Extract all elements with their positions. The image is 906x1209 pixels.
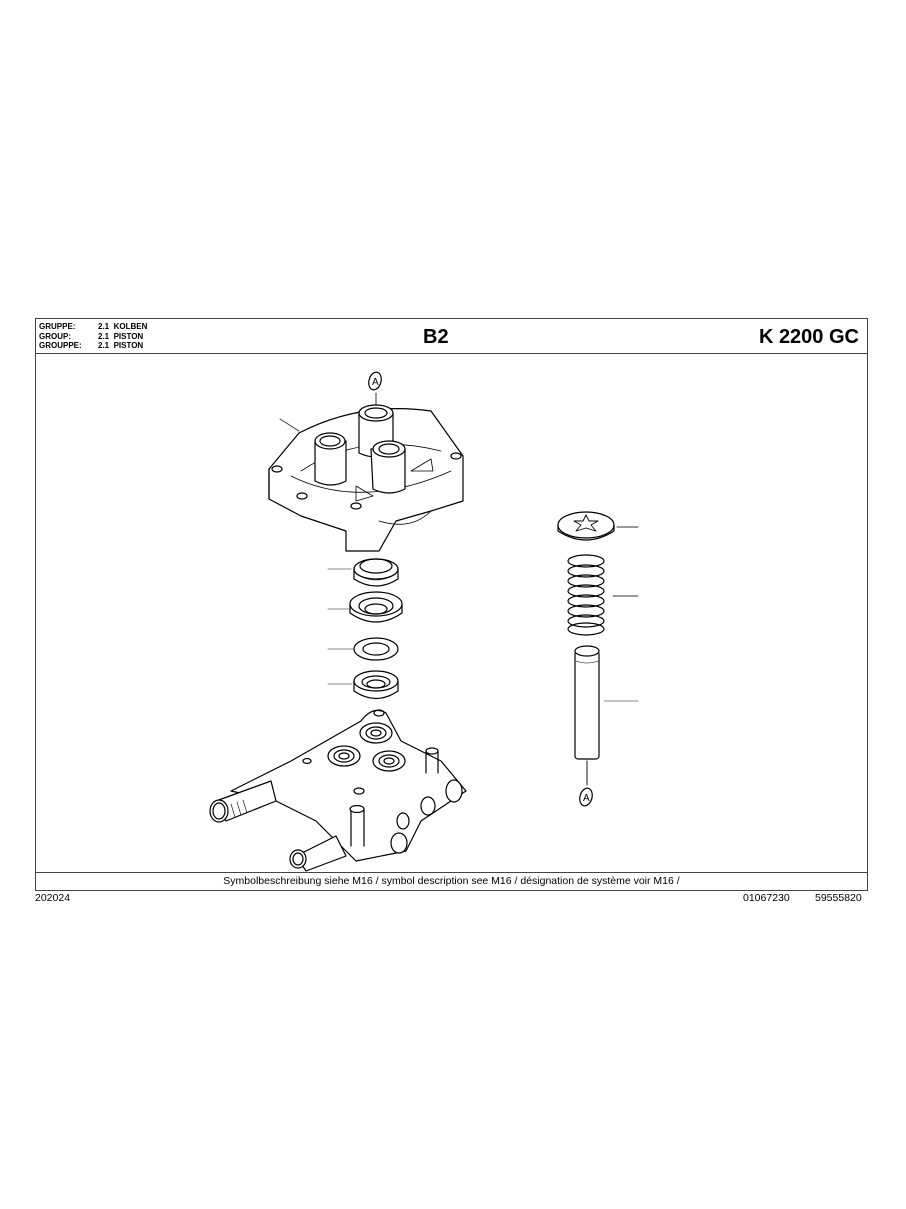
star-retainer-washer bbox=[557, 511, 639, 541]
group-key: GRUPPE: bbox=[39, 322, 76, 331]
seal-ring-1 bbox=[327, 558, 399, 587]
group-row-en: GROUP: 2.1 PISTON bbox=[39, 332, 147, 342]
left-code: 202024 bbox=[35, 892, 71, 904]
group-block: GRUPPE: 2.1 KOLBEN GROUP: 2.1 PISTON GRO… bbox=[39, 322, 147, 351]
doc-number: 01067230 bbox=[743, 892, 790, 904]
page-code: B2 bbox=[423, 326, 449, 348]
group-row-fr: GROUPPE: 2.1 PISTON bbox=[39, 341, 147, 351]
group-key: GROUP: bbox=[39, 331, 71, 341]
seal-ring-3 bbox=[327, 670, 399, 700]
washer bbox=[327, 637, 399, 661]
parts-sheet: GRUPPE: 2.1 KOLBEN GROUP: 2.1 PISTON GRO… bbox=[35, 318, 868, 891]
sheet-header: GRUPPE: 2.1 KOLBEN GROUP: 2.1 PISTON GRO… bbox=[36, 319, 867, 354]
valve-manifold bbox=[209, 709, 467, 872]
seal-ring-2 bbox=[327, 591, 403, 623]
compression-spring bbox=[567, 554, 639, 636]
callout-a-bottom: A bbox=[583, 793, 590, 804]
exploded-drawing: A bbox=[36, 353, 867, 873]
group-row-de: GRUPPE: 2.1 KOLBEN bbox=[39, 322, 147, 332]
cylinder-head-housing bbox=[268, 371, 464, 552]
piston-pin bbox=[574, 645, 639, 807]
symbol-note: Symbolbeschreibung siehe M16 / symbol de… bbox=[36, 872, 867, 890]
group-value: 2.1 PISTON bbox=[98, 341, 144, 350]
group-value: 2.1 KOLBEN bbox=[98, 322, 148, 331]
group-value: 2.1 PISTON bbox=[98, 331, 144, 341]
group-key: GROUPPE: bbox=[39, 341, 82, 350]
model-name: K 2200 GC bbox=[758, 326, 859, 348]
callout-a-top: A bbox=[372, 377, 379, 388]
part-number: 59555820 bbox=[815, 892, 862, 904]
